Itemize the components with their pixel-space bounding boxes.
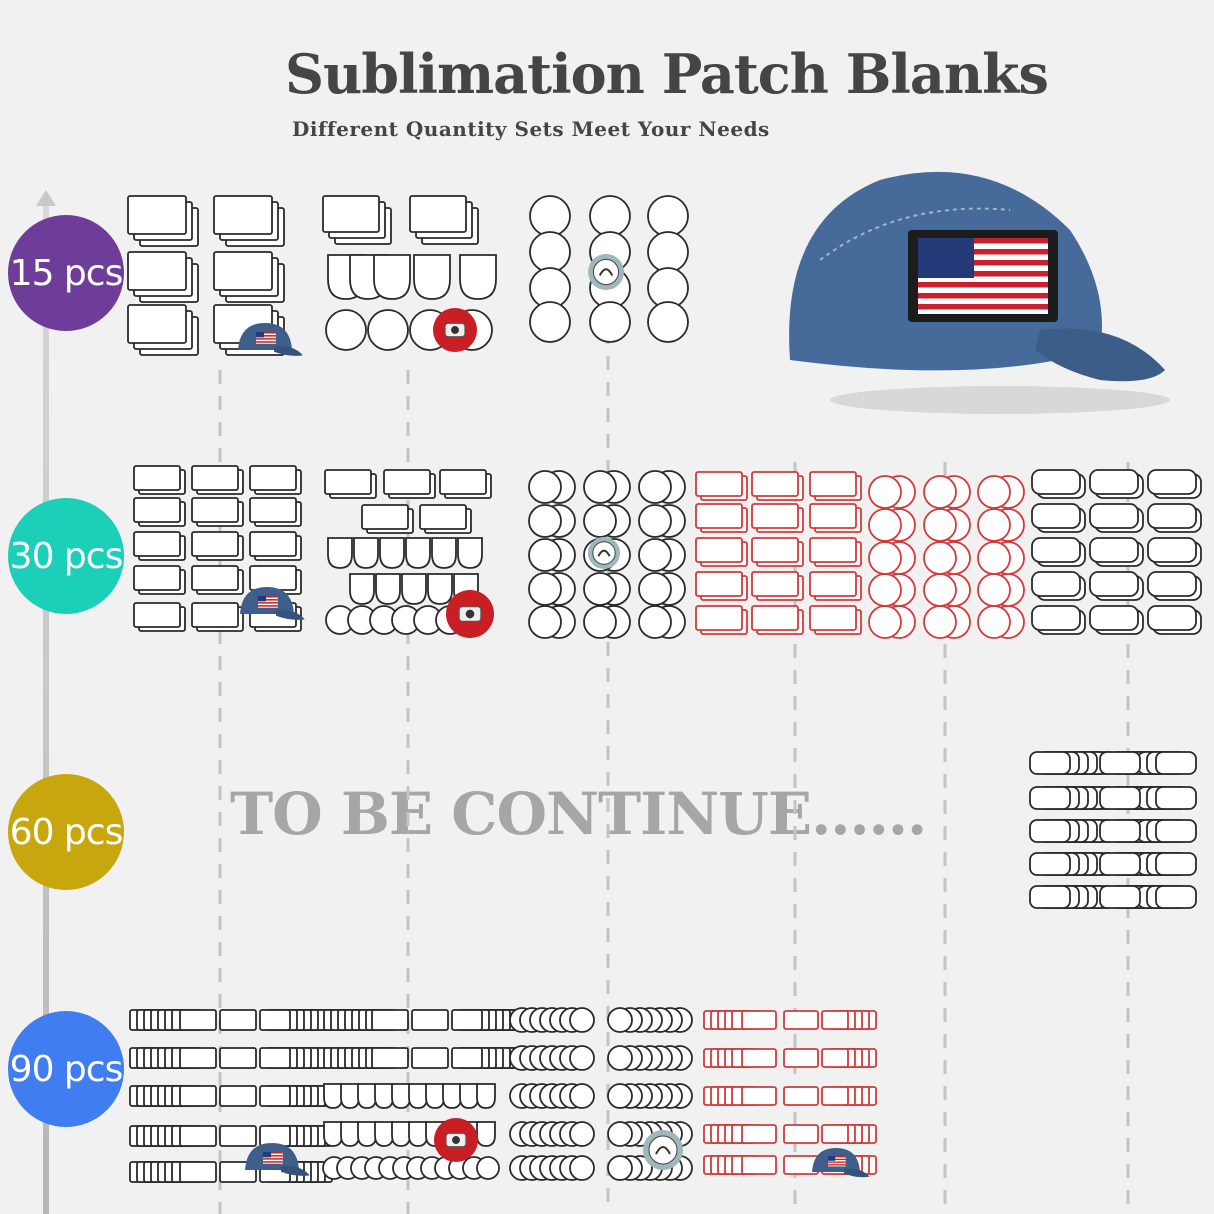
level-label: 15 pcs (9, 252, 124, 294)
eagle-patch-icon (588, 537, 620, 569)
arrow-up-icon (36, 190, 56, 206)
red-patch-icon (433, 308, 477, 352)
us-flag-icon (263, 1152, 283, 1164)
eagle-patch-icon (588, 254, 624, 290)
level-label: 30 pcs (9, 535, 124, 577)
red-round-set-30 (868, 475, 1025, 639)
baseball-cap-icon (245, 1143, 310, 1176)
level-badge-60: 60 pcs (8, 774, 124, 890)
to-be-continued-text: TO BE CONTINUE...... (230, 780, 927, 848)
us-flag-icon (256, 332, 276, 344)
baseball-cap-icon (238, 323, 303, 356)
us-flag-icon (258, 596, 278, 608)
red-patch-icon (434, 1118, 478, 1162)
baseball-cap-icon (240, 587, 305, 620)
mixed-set-15 (322, 195, 497, 351)
level-badge-15: 15 pcs (8, 215, 124, 331)
baseball-cap-icon (812, 1148, 870, 1178)
red-rect-set-30 (695, 471, 862, 635)
subtitle: Different Quantity Sets Meet Your Needs (292, 117, 770, 141)
us-flag-icon (908, 230, 1058, 322)
rounded-rect-set-30 (1031, 469, 1202, 635)
eagle-patch-icon (643, 1130, 683, 1170)
rect-set-90 (129, 1009, 333, 1183)
quantity-axis (43, 200, 49, 1214)
level-label: 60 pcs (9, 811, 124, 853)
rect-set-15 (127, 195, 285, 356)
mixed-set-90 (322, 1009, 525, 1180)
level-badge-90: 90 pcs (8, 1011, 124, 1127)
rounded-rect-set-60 (1029, 751, 1197, 909)
us-flag-icon (828, 1156, 846, 1167)
title: Sublimation Patch Blanks (285, 42, 1049, 106)
mixed-set-30 (324, 469, 492, 635)
red-rect-set-90 (703, 1010, 877, 1175)
red-patch-icon (446, 590, 494, 638)
level-badge-30: 30 pcs (8, 498, 124, 614)
level-label: 90 pcs (9, 1048, 124, 1090)
baseball-cap-icon (789, 171, 1170, 414)
